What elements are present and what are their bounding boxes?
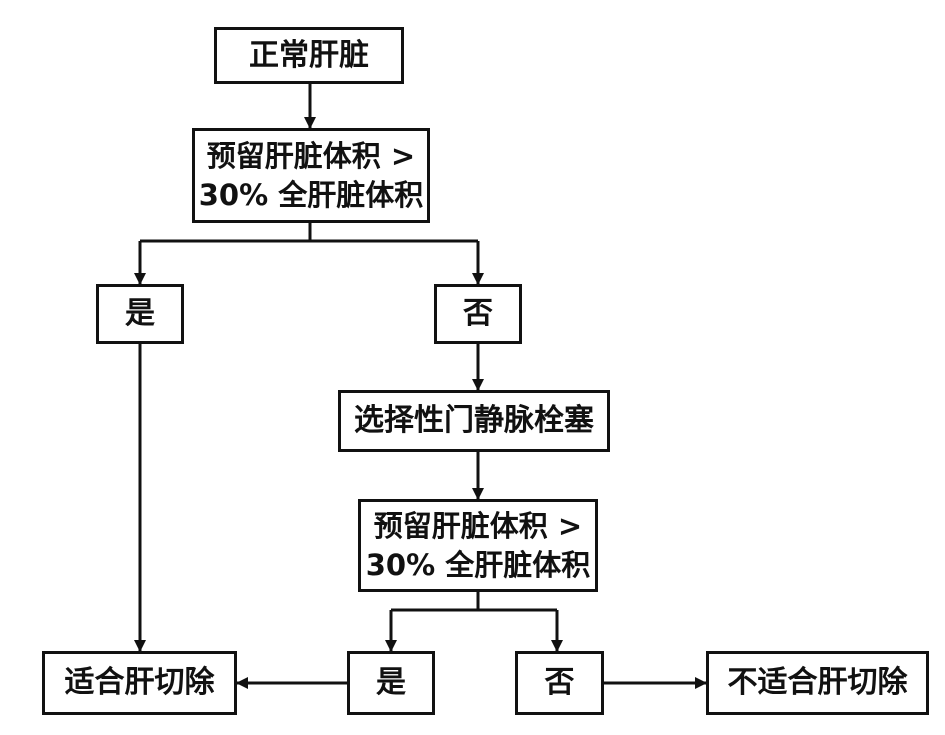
node-normal-liver: 正常肝脏 (214, 27, 404, 84)
node-volume-check-2: 预留肝脏体积 > 30% 全肝脏体积 (358, 499, 598, 592)
node-label: 不适合肝切除 (727, 665, 908, 701)
node-unsuitable-for-resection: 不适合肝切除 (706, 651, 929, 715)
node-suitable-for-resection: 适合肝切除 (42, 651, 237, 715)
node-label: 选择性门静脉栓塞 (354, 403, 594, 439)
node-label: 适合肝切除 (64, 665, 215, 701)
node-no-2: 否 (515, 651, 604, 715)
node-portal-vein-embolization: 选择性门静脉栓塞 (338, 390, 610, 452)
node-yes-2: 是 (347, 651, 435, 715)
node-volume-check-1: 预留肝脏体积 > 30% 全肝脏体积 (192, 128, 430, 223)
branch-check2-split (391, 592, 557, 612)
node-label-line1: 预留肝脏体积 > (206, 139, 416, 174)
node-label-line1: 预留肝脏体积 > (373, 509, 583, 544)
node-yes-1: 是 (96, 284, 184, 344)
node-label: 是 (125, 296, 155, 332)
node-label-line2: 30% 全肝脏体积 (365, 547, 591, 582)
node-label: 否 (544, 665, 575, 701)
node-label: 正常肝脏 (249, 37, 369, 73)
node-label: 否 (463, 296, 493, 332)
branch-check1-split (140, 223, 478, 243)
node-label-line2: 30% 全肝脏体积 (198, 177, 424, 212)
node-no-1: 否 (434, 284, 522, 344)
node-label: 是 (376, 665, 406, 701)
